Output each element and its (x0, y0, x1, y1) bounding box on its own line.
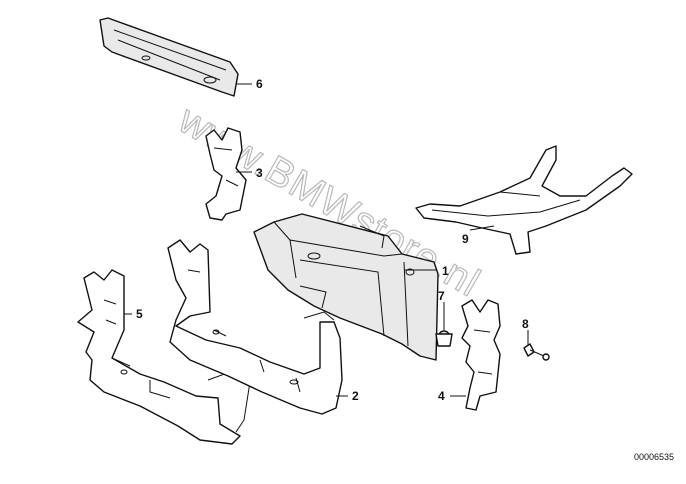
leader-lines (124, 83, 529, 397)
callout-9: 9 (462, 232, 469, 246)
callout-8: 8 (522, 317, 529, 331)
part-6-bracket-plate (99, 17, 239, 97)
callout-6: 6 (256, 77, 263, 91)
callout-1: 1 (442, 264, 449, 278)
callout-4: 4 (438, 389, 445, 403)
part-4-bracket (461, 299, 501, 411)
part-2-frame (167, 239, 343, 415)
part-8-screw (523, 343, 550, 361)
part-7-clip (435, 330, 453, 347)
callout-7: 7 (438, 289, 445, 303)
part-3-bracket (205, 127, 247, 221)
callout-3: 3 (256, 166, 263, 180)
callout-5: 5 (136, 307, 143, 321)
document-number: 00006535 (634, 452, 674, 462)
part-9-bracket-arm (415, 145, 633, 255)
callout-2: 2 (352, 389, 359, 403)
part-1-housing (253, 213, 439, 361)
